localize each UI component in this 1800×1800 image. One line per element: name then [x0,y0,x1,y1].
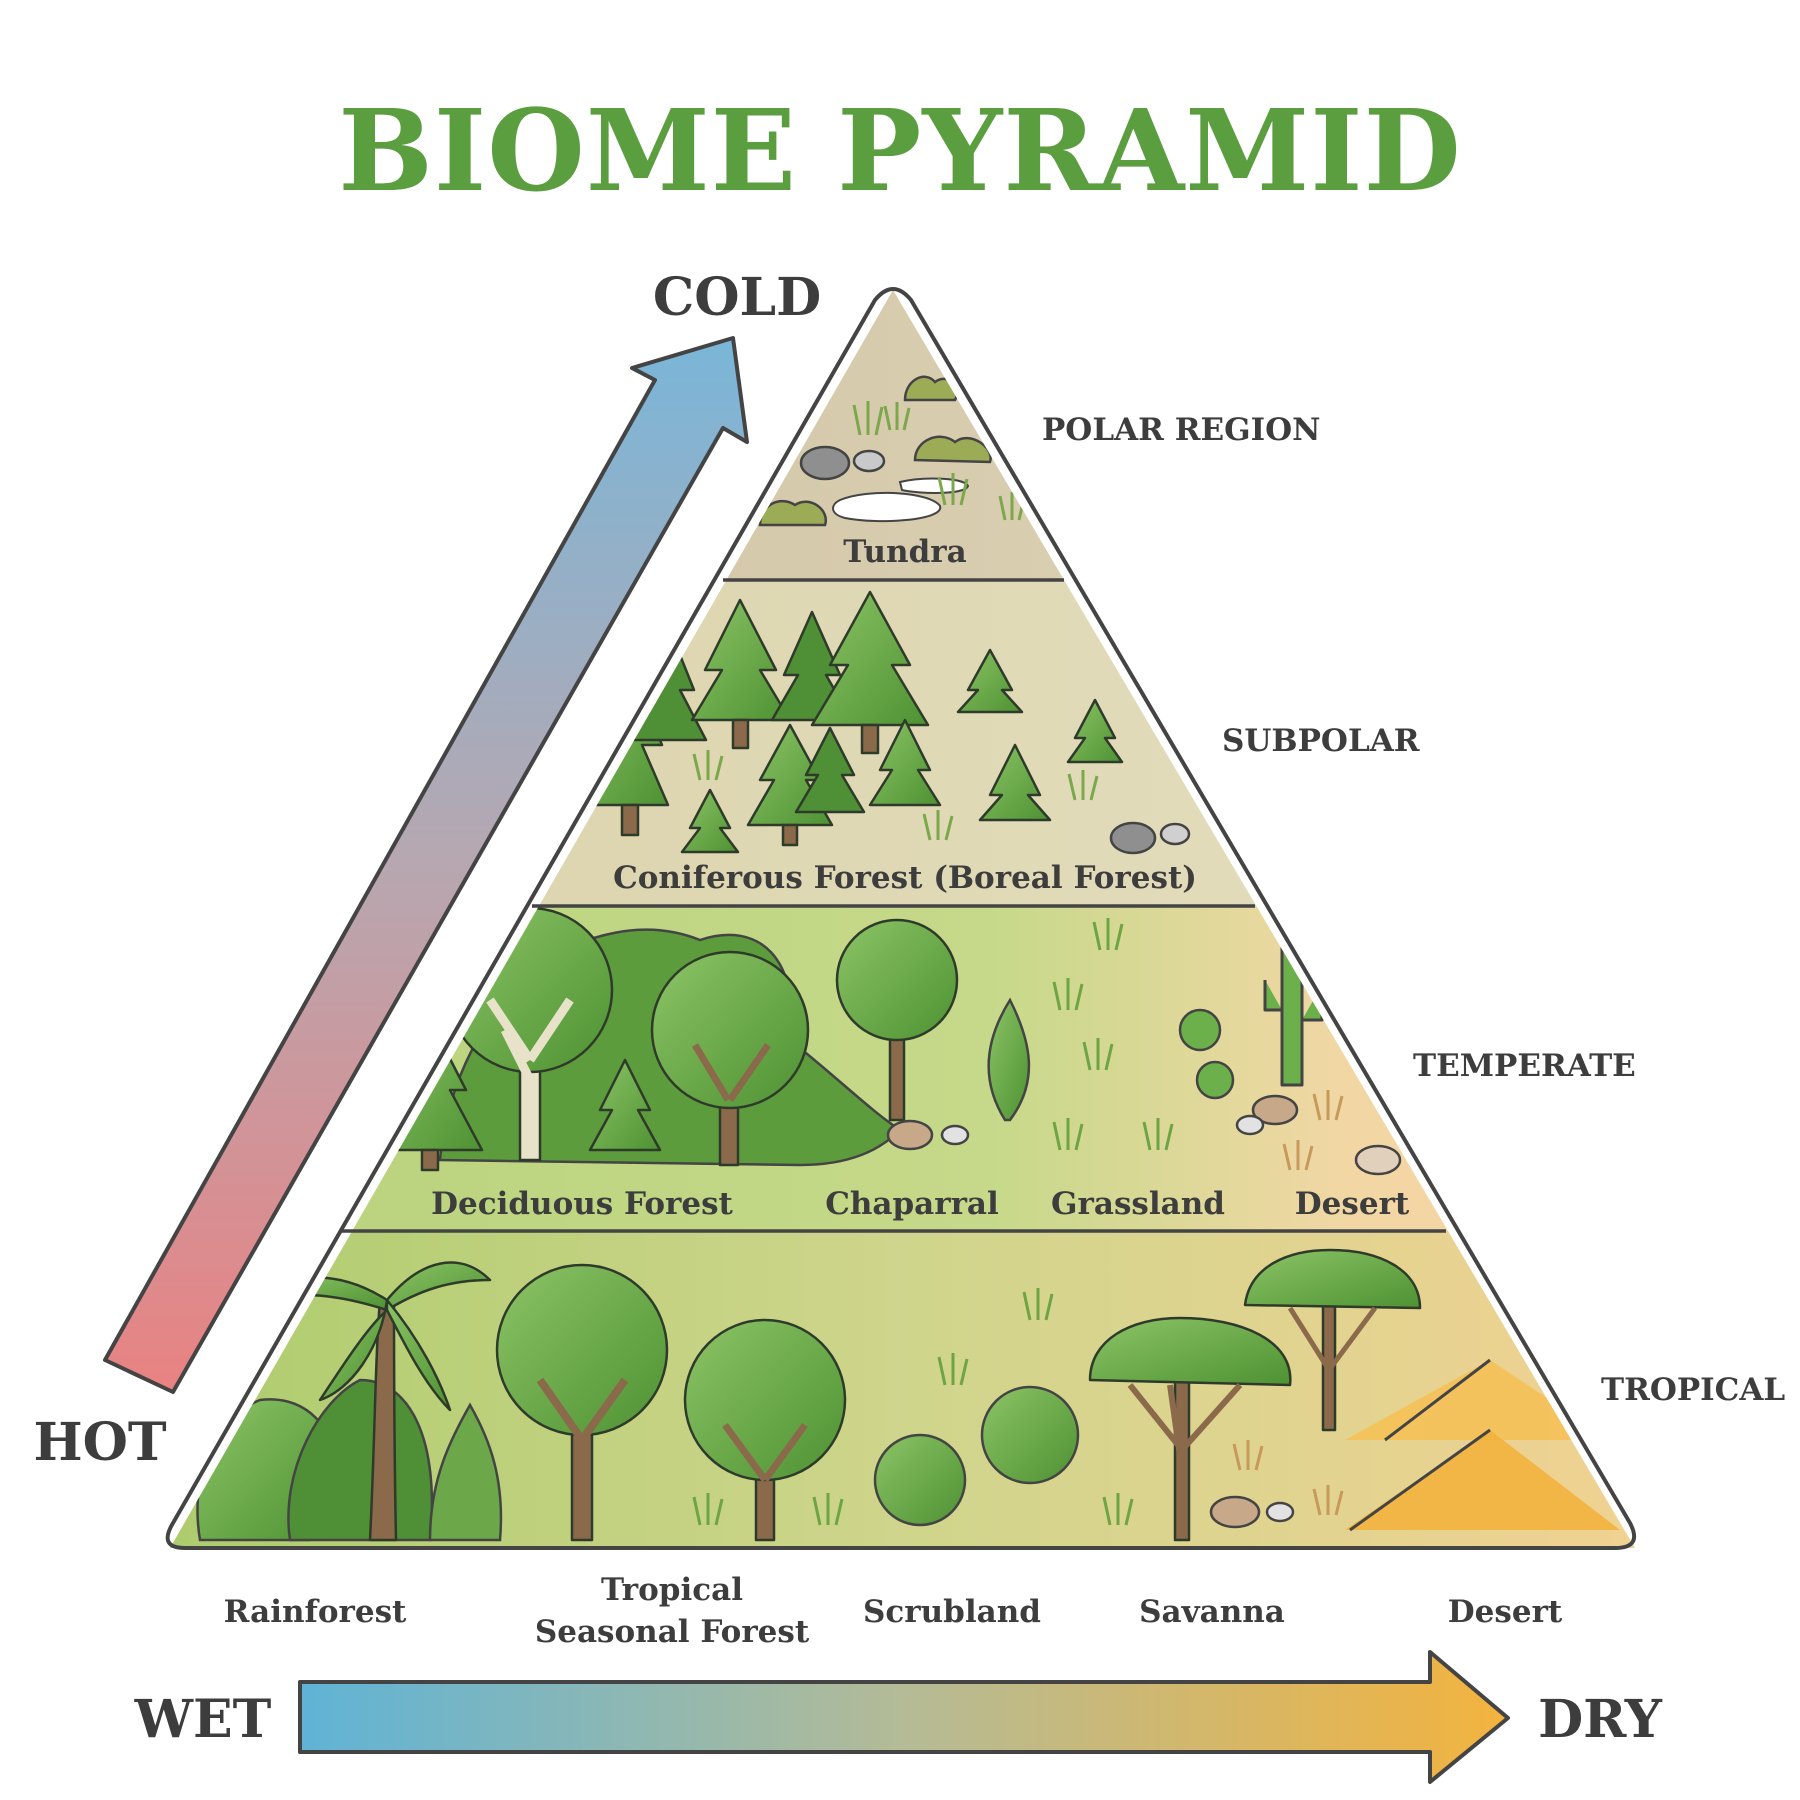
fern-icon [428,1402,503,1542]
shrub-icon [980,1385,1080,1485]
shrub-icon [873,1433,967,1527]
conifer-tree-icon [810,590,930,755]
biome-label-coniferous-forest: Coniferous Forest (Boreal Forest) [613,860,1197,896]
rock-icon [1159,822,1191,846]
rock-icon [1265,1501,1295,1523]
deciduous-tree-icon [683,1318,847,1542]
grass-icon [692,1288,1134,1526]
conifer-tree-icon [868,718,942,807]
axis-label-dry: DRY [1538,1689,1663,1750]
biome-label-savanna: Savanna [1139,1594,1285,1630]
temperature-arrow [103,336,749,1394]
grass-icon [692,750,1099,841]
acacia-tree-icon [1088,1316,1292,1542]
biome-label-scrubland: Scrubland [863,1594,1041,1630]
conifer-tree-icon [680,788,740,854]
rock-icon [1354,1144,1402,1176]
rock-icon [1109,821,1157,855]
biome-label-tropical-seasonal-forest-line1: Tropical [601,1572,743,1608]
band-separators [340,578,1446,1233]
shrub-icon [987,997,1031,1122]
biome-label-deciduous-forest: Deciduous Forest [431,1186,733,1222]
shrub-icon [758,499,828,527]
snow-patch-icon [898,477,970,494]
pyramid-outline [165,287,1636,1550]
temperate-scene: Deciduous Forest Chaparral Grassland Des… [376,906,1410,1222]
deciduous-tree-icon [650,950,810,1167]
rock-icon [852,449,886,473]
biome-label-tropical-desert: Desert [1448,1594,1563,1630]
zone-label-polar: POLAR REGION [1042,412,1320,448]
rock-icon [1209,1495,1261,1529]
acacia-tree-icon [1243,1248,1422,1432]
rock-icon [1235,1114,1265,1136]
conifer-tree-icon [794,726,866,814]
axis-label-wet: WET [134,1689,272,1750]
chaparral-tree-icon [835,918,1031,1122]
conifer-tree-icon [588,1058,662,1152]
biome-label-tundra: Tundra [843,534,966,570]
deciduous-tree-icon [495,1263,669,1542]
biome-label-rainforest: Rainforest [224,1594,407,1630]
dry-grass-icon [1232,1440,1344,1516]
sand-dune-icon [1345,1358,1620,1532]
snow-patch-icon [832,491,942,523]
biome-label-grassland: Grassland [1051,1186,1225,1222]
grass-icon [852,401,1026,521]
cactus-icon [1178,1008,1222,1052]
pyramid: Tundra [170,290,1635,1548]
cactus-icon [1195,1060,1235,1100]
tundra-scene: Tundra [758,375,1026,570]
conifer-tree-icon [978,743,1052,822]
rock-icon [940,1124,970,1146]
wet-dry-arrow-icon [298,1650,1510,1784]
moisture-arrow [298,1650,1510,1784]
rock-icon [799,445,851,481]
rock-icon [1251,1094,1299,1126]
zone-label-temperate: TEMPERATE [1413,1048,1636,1084]
axis-label-cold: COLD [653,267,821,328]
tropical-scene [196,1248,1620,1542]
zone-label-subpolar: SUBPOLAR [1222,723,1420,759]
conifer-tree-icon [956,648,1024,714]
conifer-tree-icon [1066,698,1124,764]
dry-grass-icon [1282,1090,1344,1171]
grass-icon [1052,918,1174,1151]
palm-tree-icon [253,1261,492,1542]
biome-label-tropical-seasonal-forest-line2: Seasonal Forest [535,1614,810,1650]
shrub-icon [903,375,958,402]
biome-label-temperate-desert: Desert [1295,1186,1410,1222]
shrub-icon [913,435,992,464]
cold-hot-arrow-icon [103,336,749,1394]
rock-icon [886,1119,934,1151]
diagram-title: BIOME PYRAMID [338,86,1462,217]
biome-label-chaparral: Chaparral [825,1186,999,1222]
zone-label-tropical: TROPICAL [1601,1372,1785,1408]
conifer-tree-icon [690,598,792,750]
axis-label-hot: HOT [33,1412,166,1473]
